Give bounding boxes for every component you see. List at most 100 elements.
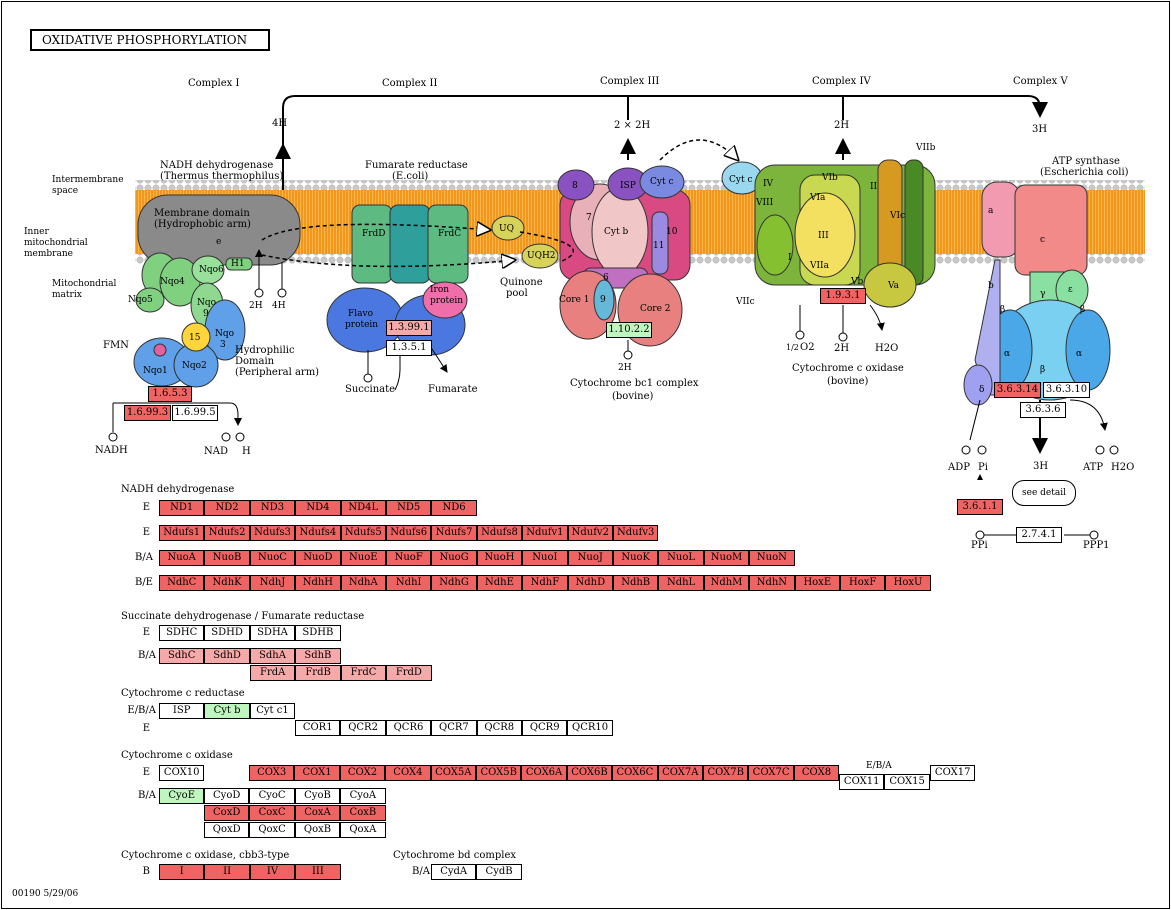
gene-cbb3-ii[interactable]: II bbox=[204, 864, 250, 880]
gene-frdd[interactable]: FrdD bbox=[386, 665, 432, 681]
gene-cox5b[interactable]: COX5B bbox=[476, 765, 522, 781]
gene-cyod[interactable]: CyoD bbox=[204, 788, 250, 804]
gene-qoxd[interactable]: QoxD bbox=[204, 822, 250, 838]
gene-nuob[interactable]: NuoB bbox=[204, 550, 250, 566]
gene-frdc[interactable]: FrdC bbox=[340, 665, 387, 681]
gene-sdha[interactable]: SdhA bbox=[249, 648, 296, 664]
ec-3-6-3-6[interactable]: 3.6.3.6 bbox=[1020, 402, 1066, 418]
gene-nd2[interactable]: ND2 bbox=[204, 500, 250, 516]
gene-cox10[interactable]: COX10 bbox=[159, 765, 205, 781]
gene-nuom[interactable]: NuoM bbox=[703, 550, 750, 566]
gene-ndufv1[interactable]: Ndufv1 bbox=[522, 525, 568, 541]
gene-coxb[interactable]: CoxB bbox=[340, 805, 386, 821]
gene-ndhn[interactable]: NdhN bbox=[749, 575, 795, 591]
gene-cox4[interactable]: COX4 bbox=[385, 765, 431, 781]
gene-nuoi[interactable]: NuoI bbox=[522, 550, 568, 566]
gene-qoxc[interactable]: QoxC bbox=[249, 822, 295, 838]
ec-3-6-3-10[interactable]: 3.6.3.10 bbox=[1043, 382, 1090, 398]
gene-cbb3-iv[interactable]: IV bbox=[249, 864, 296, 880]
gene-cox8[interactable]: COX8 bbox=[793, 765, 840, 781]
gene-cyoc[interactable]: CyoC bbox=[249, 788, 295, 804]
gene-cox5a[interactable]: COX5A bbox=[430, 765, 476, 781]
gene-cyt-c1[interactable]: Cyt c1 bbox=[249, 703, 296, 719]
gene-ndufs5[interactable]: Ndufs5 bbox=[340, 525, 386, 541]
gene-ndhl[interactable]: NdhL bbox=[658, 575, 704, 591]
gene-ndhj[interactable]: NdhJ bbox=[249, 575, 296, 591]
gene-ndhm[interactable]: NdhM bbox=[703, 575, 750, 591]
gene-nuok[interactable]: NuoK bbox=[613, 550, 659, 566]
gene-cox7a[interactable]: COX7A bbox=[657, 765, 703, 781]
ec-3-6-3-14[interactable]: 3.6.3.14 bbox=[994, 382, 1041, 398]
gene-coxa[interactable]: CoxA bbox=[294, 805, 341, 821]
gene-ndhe[interactable]: NdhE bbox=[476, 575, 523, 591]
gene-ndufs6[interactable]: Ndufs6 bbox=[386, 525, 432, 541]
gene-ndufv3[interactable]: Ndufv3 bbox=[613, 525, 659, 541]
gene-sdhd[interactable]: SDHD bbox=[204, 625, 250, 641]
gene-cox7b[interactable]: COX7B bbox=[703, 765, 749, 781]
gene-hoxe[interactable]: HoxE bbox=[794, 575, 840, 591]
gene-qoxb[interactable]: QoxB bbox=[294, 822, 341, 838]
gene-nd1[interactable]: ND1 bbox=[159, 500, 205, 516]
ec-1-3-5-1[interactable]: 1.3.5.1 bbox=[386, 340, 432, 356]
gene-frda[interactable]: FrdA bbox=[250, 665, 296, 681]
gene-qcr7[interactable]: QCR7 bbox=[431, 720, 477, 736]
gene-nuoa[interactable]: NuoA bbox=[159, 550, 205, 566]
gene-sdhb[interactable]: SDHB bbox=[295, 625, 341, 641]
gene-cox6b[interactable]: COX6B bbox=[566, 765, 613, 781]
gene-cyda[interactable]: CydA bbox=[431, 864, 477, 880]
gene-cox6a[interactable]: COX6A bbox=[521, 765, 567, 781]
gene-ndhb[interactable]: NdhB bbox=[613, 575, 659, 591]
gene-ndufs8[interactable]: Ndufs8 bbox=[476, 525, 523, 541]
ec-1-10-2-2[interactable]: 1.10.2.2 bbox=[606, 322, 652, 338]
gene-ndufs4[interactable]: Ndufs4 bbox=[295, 525, 341, 541]
gene-cox2[interactable]: COX2 bbox=[339, 765, 386, 781]
see-detail-button[interactable]: see detail bbox=[1012, 480, 1076, 506]
gene-cox1[interactable]: COX1 bbox=[294, 765, 340, 781]
ec-2-7-4-1[interactable]: 2.7.4.1 bbox=[1016, 527, 1062, 543]
gene-ndufv2[interactable]: Ndufv2 bbox=[567, 525, 613, 541]
gene-nd5[interactable]: ND5 bbox=[386, 500, 432, 516]
gene-sdhc[interactable]: SDHC bbox=[159, 625, 205, 641]
gene-coxd[interactable]: CoxD bbox=[204, 805, 250, 821]
gene-nd4l[interactable]: ND4L bbox=[340, 500, 386, 516]
ec-3-6-1-1[interactable]: 3.6.1.1 bbox=[957, 499, 1003, 515]
gene-cor1[interactable]: COR1 bbox=[295, 720, 341, 736]
gene-cyob[interactable]: CyoB bbox=[294, 788, 341, 804]
gene-qoxa[interactable]: QoxA bbox=[340, 822, 386, 838]
gene-sdhb[interactable]: SdhB bbox=[295, 648, 341, 664]
gene-nuoh[interactable]: NuoH bbox=[476, 550, 523, 566]
gene-cox6c[interactable]: COX6C bbox=[612, 765, 658, 781]
gene-ndhf[interactable]: NdhF bbox=[522, 575, 568, 591]
gene-hoxf[interactable]: HoxF bbox=[840, 575, 886, 591]
gene-ndufs7[interactable]: Ndufs7 bbox=[431, 525, 477, 541]
gene-ndhc[interactable]: NdhC bbox=[159, 575, 205, 591]
gene-qcr6[interactable]: QCR6 bbox=[385, 720, 432, 736]
gene-nuog[interactable]: NuoG bbox=[431, 550, 477, 566]
gene-ndufs1[interactable]: Ndufs1 bbox=[159, 525, 205, 541]
gene-sdhc[interactable]: SdhC bbox=[159, 648, 205, 664]
ec-1-3-99-1[interactable]: 1.3.99.1 bbox=[386, 320, 432, 336]
gene-coxc[interactable]: CoxC bbox=[249, 805, 295, 821]
gene-nuon[interactable]: NuoN bbox=[749, 550, 795, 566]
gene-nd3[interactable]: ND3 bbox=[249, 500, 296, 516]
gene-ndhh[interactable]: NdhH bbox=[295, 575, 341, 591]
gene-cbb3-iii[interactable]: III bbox=[295, 864, 341, 880]
gene-hoxu[interactable]: HoxU bbox=[885, 575, 931, 591]
gene-cox17[interactable]: COX17 bbox=[930, 765, 976, 781]
ec-1-9-3-1[interactable]: 1.9.3.1 bbox=[820, 288, 866, 304]
gene-qcr9[interactable]: QCR9 bbox=[522, 720, 568, 736]
gene-cox7c[interactable]: COX7C bbox=[748, 765, 794, 781]
ec-1-6-99-5[interactable]: 1.6.99.5 bbox=[172, 405, 218, 421]
gene-nuol[interactable]: NuoL bbox=[658, 550, 704, 566]
gene-cox15[interactable]: COX15 bbox=[884, 774, 930, 790]
ec-1-6-99-3[interactable]: 1.6.99.3 bbox=[124, 405, 171, 421]
gene-cyt-b[interactable]: Cyt b bbox=[204, 703, 250, 719]
ec-1-6-5-3[interactable]: 1.6.5.3 bbox=[148, 386, 192, 402]
gene-ndufs2[interactable]: Ndufs2 bbox=[204, 525, 250, 541]
gene-qcr10[interactable]: QCR10 bbox=[567, 720, 613, 736]
gene-nuoc[interactable]: NuoC bbox=[249, 550, 296, 566]
gene-nuof[interactable]: NuoF bbox=[386, 550, 432, 566]
gene-nuoj[interactable]: NuoJ bbox=[567, 550, 613, 566]
gene-cyoe[interactable]: CyoE bbox=[159, 788, 205, 804]
gene-ndhi[interactable]: NdhI bbox=[386, 575, 432, 591]
